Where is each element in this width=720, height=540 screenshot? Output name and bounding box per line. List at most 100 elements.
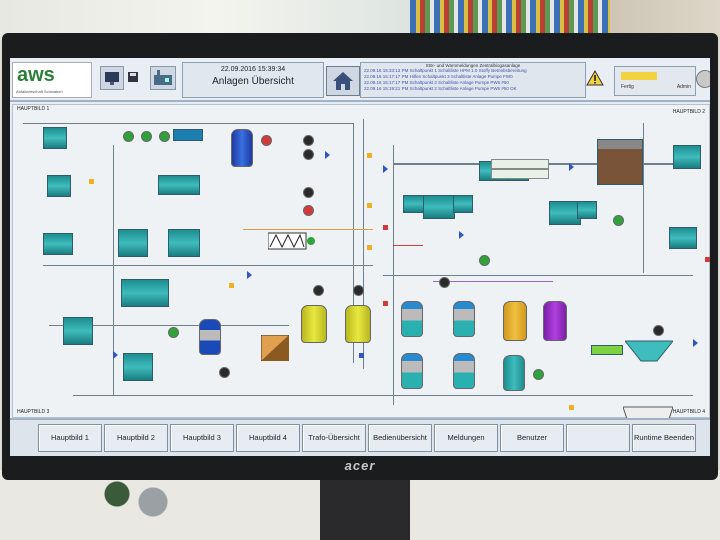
vessel[interactable]	[401, 353, 423, 389]
section-label-hauptbild-2: HAUPTBILD 2	[672, 109, 705, 115]
valve[interactable]	[383, 165, 388, 173]
nav-button-bedienuebersicht[interactable]: Bedienübersicht	[368, 424, 432, 452]
page-title: Anlagen Übersicht	[212, 76, 294, 87]
monitor-icon-button[interactable]	[100, 66, 124, 90]
pipe	[49, 325, 289, 326]
status-marker	[569, 405, 574, 410]
valve[interactable]	[459, 231, 464, 239]
tank[interactable]	[123, 353, 153, 381]
nav-button-hauptbild-2[interactable]: Hauptbild 2	[104, 424, 168, 452]
nav-button-empty[interactable]	[566, 424, 630, 452]
tank[interactable]	[669, 227, 697, 249]
tank[interactable]	[158, 175, 200, 195]
pump[interactable]	[303, 205, 314, 216]
home-button[interactable]	[326, 66, 360, 96]
alarm-row[interactable]: 22.09.16 15:17:17 PM Hilfen Schaltpunkt …	[364, 74, 513, 79]
nav-button-hauptbild-3[interactable]: Hauptbild 3	[170, 424, 234, 452]
pipe	[363, 119, 364, 369]
hopper-icon[interactable]	[625, 339, 673, 363]
valve[interactable]	[569, 163, 574, 171]
tank[interactable]	[577, 201, 597, 219]
valve[interactable]	[247, 271, 252, 279]
vessel[interactable]	[199, 319, 221, 355]
pipe	[43, 265, 373, 266]
tank[interactable]	[43, 233, 73, 255]
save-icon-button[interactable]	[126, 66, 140, 88]
tank[interactable]	[423, 195, 455, 219]
pump[interactable]	[168, 327, 179, 338]
alarm-list[interactable]: Stör- und Warnmeldungen Zentralbiogasanl…	[360, 62, 586, 98]
nav-button-benutzer[interactable]: Benutzer	[500, 424, 564, 452]
pump[interactable]	[613, 215, 624, 226]
status-marker	[367, 245, 372, 250]
pump[interactable]	[533, 369, 544, 380]
company-logo: aws Abfallwirtschaft Schwaben	[12, 62, 92, 98]
pump[interactable]	[303, 187, 314, 198]
scada-screen: aws Abfallwirtschaft Schwaben 22.09.2016…	[10, 58, 710, 456]
footer-nav: Hauptbild 1 Hauptbild 2 Hauptbild 3 Haup…	[10, 418, 710, 456]
pump[interactable]	[219, 367, 230, 378]
heat-exchanger-icon[interactable]	[268, 231, 316, 251]
home-icon	[333, 72, 353, 90]
tank[interactable]	[63, 317, 93, 345]
yellow-vessel[interactable]	[301, 305, 327, 343]
valve[interactable]	[693, 339, 698, 347]
alarm-row[interactable]: 22.09.16 15:19:21 PM Schaltpunkt 2 Schal…	[364, 86, 517, 91]
pipe	[383, 275, 693, 276]
gauge-icon[interactable]	[696, 70, 710, 88]
pump[interactable]	[353, 285, 364, 296]
pump[interactable]	[439, 277, 450, 288]
pump[interactable]	[123, 131, 134, 142]
teal-vessel[interactable]	[503, 355, 525, 391]
valve[interactable]	[113, 351, 118, 359]
hopper[interactable]	[597, 139, 643, 185]
status-marker	[359, 353, 364, 358]
orange-vessel[interactable]	[503, 301, 527, 341]
purple-vessel[interactable]	[543, 301, 567, 341]
pump[interactable]	[159, 131, 170, 142]
status-marker	[383, 225, 388, 230]
runtime-exit-button[interactable]: Runtime Beenden	[632, 424, 696, 452]
pipe	[23, 123, 353, 124]
tank[interactable]	[43, 127, 67, 149]
section-label-hauptbild-4: HAUPTBILD 4	[672, 409, 705, 415]
alarm-row[interactable]: 22.09.16 15:33:13 PM Schaltpunkt 1 Schal…	[364, 68, 527, 73]
status-marker	[367, 203, 372, 208]
plant-icon-button[interactable]	[150, 66, 176, 90]
pump[interactable]	[653, 325, 664, 336]
tank[interactable]	[168, 229, 200, 257]
pump[interactable]	[303, 135, 314, 146]
pump[interactable]	[261, 135, 272, 146]
blue-vessel[interactable]	[231, 129, 253, 167]
vessel[interactable]	[453, 301, 475, 337]
tank[interactable]	[673, 145, 701, 169]
tank[interactable]	[121, 279, 169, 307]
header-bar: aws Abfallwirtschaft Schwaben 22.09.2016…	[10, 58, 710, 102]
nav-button-hauptbild-1[interactable]: Hauptbild 1	[38, 424, 102, 452]
alarm-list-heading: Stör- und Warnmeldungen Zentralbiogasanl…	[425, 63, 521, 68]
vessel[interactable]	[453, 353, 475, 389]
warning-triangle-icon[interactable]	[586, 70, 604, 86]
pump[interactable]	[313, 285, 324, 296]
nav-button-trafo-uebersicht[interactable]: Trafo-Übersicht	[302, 424, 366, 452]
filter-press-icon[interactable]	[261, 335, 289, 361]
tank[interactable]	[453, 195, 473, 213]
monitor-stand	[320, 478, 410, 540]
display-field	[491, 159, 549, 169]
pump[interactable]	[141, 131, 152, 142]
tank[interactable]	[47, 175, 71, 197]
tank[interactable]	[118, 229, 148, 257]
desk-objects	[90, 478, 180, 518]
nav-button-hauptbild-4[interactable]: Hauptbild 4	[236, 424, 300, 452]
vessel[interactable]	[401, 301, 423, 337]
factory-icon	[154, 70, 172, 85]
nav-button-meldungen[interactable]: Meldungen	[434, 424, 498, 452]
pump[interactable]	[479, 255, 490, 266]
tank[interactable]	[173, 129, 203, 141]
pipe	[643, 123, 644, 273]
alarm-row[interactable]: 22.09.16 15:17:17 PM Schaltpunkt 2 Schal…	[364, 80, 509, 85]
yellow-vessel[interactable]	[345, 305, 371, 343]
tank[interactable]	[403, 195, 425, 213]
pump[interactable]	[303, 149, 314, 160]
valve[interactable]	[325, 151, 330, 159]
